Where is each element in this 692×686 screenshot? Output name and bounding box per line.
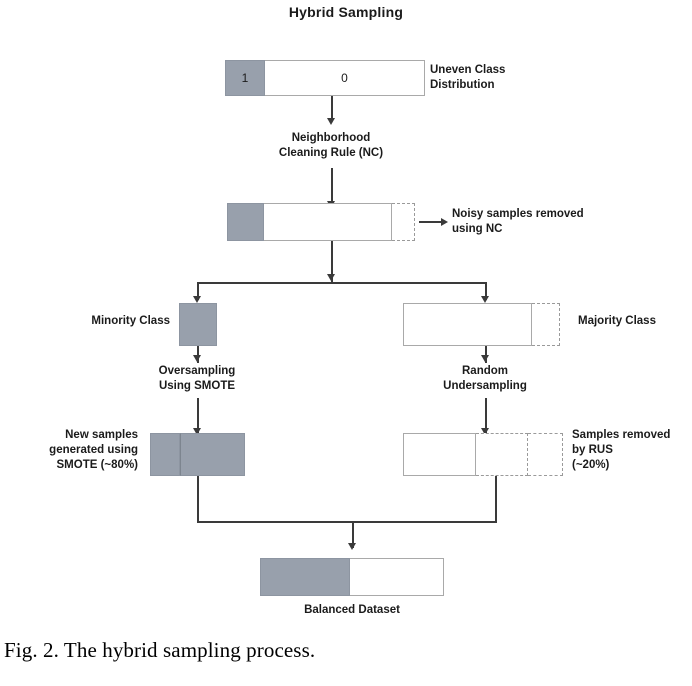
majority-class-label: Majority Class xyxy=(578,315,656,327)
connector-split-to-majority xyxy=(485,282,487,300)
connector-merge-to-balanced xyxy=(352,521,354,548)
arrowhead-split-to-minority xyxy=(193,296,201,303)
arrowhead-majority-to-rus xyxy=(481,355,489,362)
connector-smote-to-merge xyxy=(197,476,199,523)
connector-majority-to-rus xyxy=(485,346,487,363)
arrowhead-smote-to-result xyxy=(193,428,201,435)
connector-nc-to-cleaned xyxy=(331,168,333,204)
cleaned-minority-segment xyxy=(227,203,264,241)
connector-rus-to-merge xyxy=(495,476,497,523)
uneven-minority-segment: 1 xyxy=(225,60,265,96)
connector-cleaned-to-split xyxy=(331,241,333,283)
rus-result-bar xyxy=(403,433,563,476)
arrowhead-uneven-to-nc xyxy=(327,118,335,125)
uneven-distribution-label: Uneven Class Distribution xyxy=(430,64,506,91)
majority-class-dashed-segment xyxy=(532,303,560,346)
arrowhead-rus-to-result xyxy=(481,428,489,435)
smote-new-samples-label: New samples generated using SMOTE (~80%) xyxy=(49,429,138,471)
balanced-majority-segment xyxy=(350,558,444,596)
majority-class-box xyxy=(403,303,560,346)
connector-split-to-minority xyxy=(197,282,199,300)
diagram-title: Hybrid Sampling xyxy=(288,4,404,20)
connector-cleaned-to-noisy-label xyxy=(419,221,443,223)
uneven-distribution-bar: 1 0 xyxy=(225,60,425,96)
arrowhead-merge-to-balanced xyxy=(348,543,356,550)
smote-generated-segment xyxy=(180,433,245,476)
connector-smote-to-result xyxy=(197,398,199,433)
minority-class-box xyxy=(179,303,217,346)
connector-uneven-to-nc xyxy=(331,96,333,120)
split-horizontal-connector xyxy=(197,282,487,284)
cleaned-majority-segment xyxy=(264,203,392,241)
hybrid-sampling-diagram: Hybrid Sampling 1 0 Uneven Class Distrib… xyxy=(49,4,671,616)
smote-original-segment xyxy=(150,433,180,476)
noisy-samples-removed-label: Noisy samples removed using NC xyxy=(452,208,584,235)
balanced-dataset-label: Balanced Dataset xyxy=(304,604,400,616)
balanced-dataset-bar xyxy=(260,558,444,596)
connector-minority-to-smote xyxy=(197,346,199,363)
arrowhead-split-center xyxy=(327,274,335,281)
cleaned-removed-segment xyxy=(392,203,415,241)
oversampling-smote-label: Oversampling Using SMOTE xyxy=(158,365,236,392)
rus-kept-segment xyxy=(403,433,476,476)
merge-horizontal-connector xyxy=(197,521,497,523)
connector-rus-to-result xyxy=(485,398,487,433)
arrowhead-cleaned-to-noisy-label xyxy=(441,218,448,226)
nc-step-label: Neighborhood Cleaning Rule (NC) xyxy=(278,132,384,159)
uneven-majority-segment: 0 xyxy=(265,60,425,96)
cleaned-distribution-bar xyxy=(227,203,415,241)
rus-removed-segment-1 xyxy=(476,433,528,476)
minority-class-label: Minority Class xyxy=(91,315,170,327)
majority-class-kept-segment xyxy=(403,303,532,346)
rus-removed-segment-2 xyxy=(528,433,563,476)
smote-result-bar xyxy=(150,433,245,476)
arrowhead-split-to-majority xyxy=(481,296,489,303)
arrowhead-minority-to-smote xyxy=(193,355,201,362)
rus-removed-label: Samples removed by RUS (~20%) xyxy=(572,429,671,471)
figure-caption: Fig. 2. The hybrid sampling process. xyxy=(4,638,316,662)
random-undersampling-label: Random Undersampling xyxy=(443,365,527,392)
balanced-minority-segment xyxy=(260,558,350,596)
minority-class-fill xyxy=(179,303,217,346)
